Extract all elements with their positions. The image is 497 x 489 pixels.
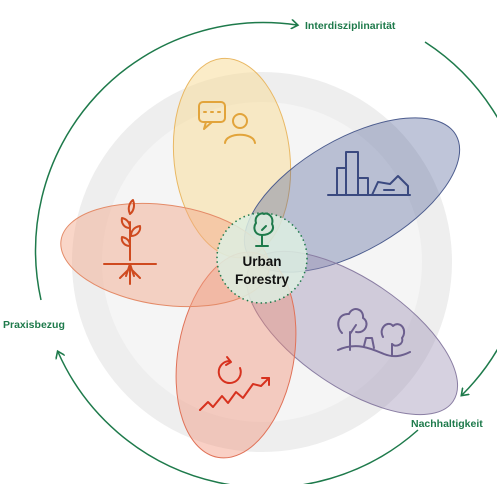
label-interdisziplinaritaet: Interdisziplinarität: [305, 20, 396, 32]
cycle-arrows: [34, 23, 497, 489]
speech-bubble-person-icon: [198, 101, 256, 144]
arrow-nachhaltigkeit-to-praxis: [58, 352, 419, 489]
center-label-line-2: Forestry: [235, 272, 290, 287]
growth-cycle-icon: [199, 356, 270, 411]
landscape-trees-icon: [337, 308, 411, 358]
label-praxisbezug: Praxisbezug: [3, 319, 65, 331]
center-label-line-1: Urban: [242, 254, 281, 269]
arrow-interdisziplinaritaet-to-nachhaltigkeit: [424, 41, 497, 395]
label-nachhaltigkeit: Nachhaltigkeit: [411, 418, 483, 430]
seedling-roots-icon: [103, 199, 157, 285]
city-buildings-icon: [327, 151, 411, 196]
tree-icon: [253, 212, 274, 247]
arrow-praxis-to-interdisziplinaritaet: [34, 23, 297, 301]
